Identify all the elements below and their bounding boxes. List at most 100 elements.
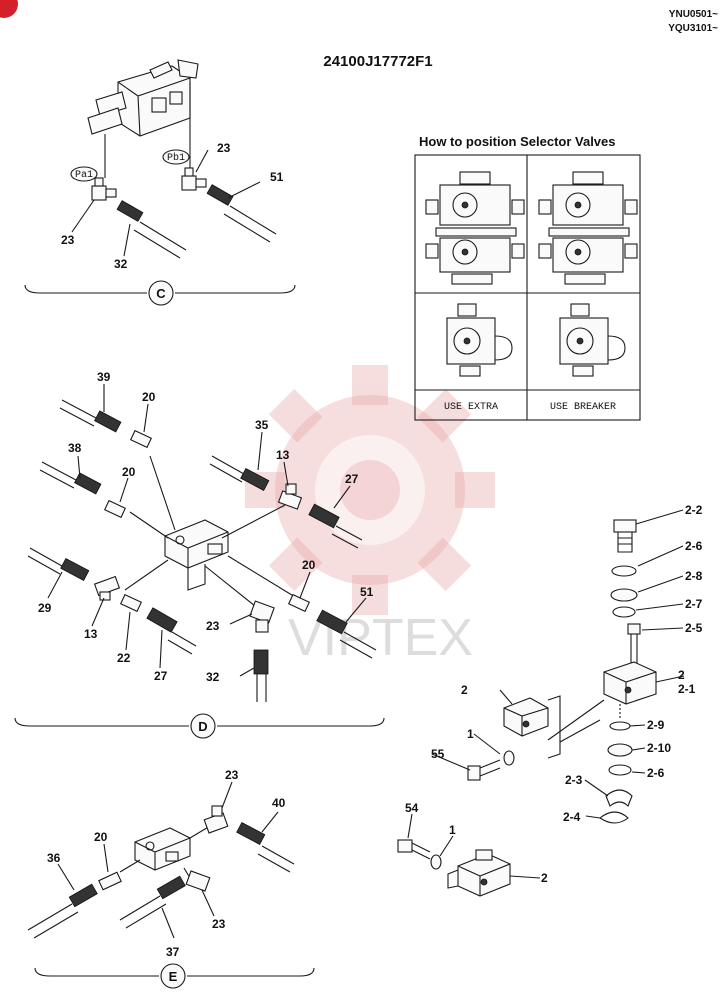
o-ring-2-9 [609, 721, 631, 731]
washer-2-10 [607, 743, 633, 757]
elbow-fitting-23-e-upper [203, 805, 229, 834]
callout-35: 35 [255, 418, 269, 432]
callout-2-8: 2-8 [685, 569, 703, 583]
selector-valve-box: How to position Selector Valves [414, 134, 641, 421]
callout-36: 36 [47, 851, 61, 865]
callout-23-top: 23 [217, 141, 231, 155]
callout-23-d: 23 [206, 619, 220, 633]
callout-2-6-top: 2-6 [685, 539, 703, 553]
callout-2-6-bottom: 2-6 [647, 766, 665, 780]
elbow-fitting-23b [181, 167, 207, 191]
manifold-block-e [134, 827, 191, 871]
o-ring-2-6-top [611, 565, 637, 577]
selector-valve-extra [446, 303, 513, 377]
callout-2-2: 2-2 [685, 503, 703, 517]
callout-23-e-top: 23 [225, 768, 239, 782]
adapter-20-mid [103, 499, 127, 519]
hose-38 [39, 461, 102, 495]
section-d-label: D [198, 719, 207, 734]
selector-valve-stack-left [425, 171, 525, 285]
model-code-2: YQU3101~ [668, 23, 718, 34]
hose-35 [209, 455, 270, 491]
section-c-label: C [156, 286, 166, 301]
bolt-2-5 [627, 623, 641, 668]
adapter-20-top [129, 429, 153, 449]
callout-27-lower: 27 [154, 669, 168, 683]
model-code-1: YNU0501~ [669, 9, 718, 20]
manifold-block-d [164, 519, 229, 591]
washer-2-8 [610, 588, 638, 602]
callout-38: 38 [68, 441, 82, 455]
callout-2-4: 2-4 [563, 810, 581, 824]
port-label-pb1: Pb1 [167, 152, 185, 164]
hose-51-d [316, 609, 377, 659]
callout-51-d: 51 [360, 585, 374, 599]
valve-block-lower [447, 849, 511, 897]
hose-36 [27, 883, 98, 939]
bolt-54 [397, 839, 431, 860]
washer-1-lower [430, 854, 442, 870]
selector-valve-stack-right [538, 171, 638, 285]
hose-32 [116, 200, 187, 259]
adapter-20-right [287, 593, 311, 613]
callout-51: 51 [270, 170, 284, 184]
callout-2-5: 2-5 [685, 621, 703, 635]
hose-51 [206, 184, 277, 243]
callout-2-body: 2 [678, 668, 685, 682]
callout-13-upper: 13 [276, 448, 290, 462]
section-d: 39 20 35 13 27 38 20 29 13 22 27 23 32 2… [14, 370, 385, 739]
callout-2-9: 2-9 [647, 718, 665, 732]
watermark-text: VIPTEX [288, 609, 473, 667]
watermark-logo [245, 365, 495, 615]
callout-22: 22 [117, 651, 131, 665]
o-ring-2-7 [612, 606, 636, 618]
caption-use-breaker: USE BREAKER [550, 402, 616, 413]
section-e-label: E [169, 969, 178, 984]
callout-2-1: 2-1 [678, 682, 696, 696]
valve-block-middle [503, 695, 561, 759]
section-e-circle [160, 963, 186, 989]
section-c-bracket [24, 284, 296, 294]
elbow-fitting-23-d [249, 600, 275, 633]
callout-2-7: 2-7 [685, 597, 703, 611]
part-number: 24100J17772F1 [323, 53, 432, 70]
section-c: Pa1 Pb1 23 51 23 32 C [24, 59, 296, 306]
adapter-22 [119, 593, 143, 613]
washer-1-upper [503, 750, 515, 766]
hose-39 [59, 399, 122, 433]
callout-32: 32 [114, 257, 128, 271]
tee-fitting-13-upper [277, 483, 303, 510]
callout-54: 54 [405, 801, 419, 815]
hose-29 [27, 547, 90, 581]
callout-2-middle: 2 [461, 683, 468, 697]
o-ring-2-6-bottom [608, 764, 632, 776]
bolt-55 [467, 759, 501, 781]
callout-55: 55 [431, 747, 445, 761]
hose-27-upper [308, 503, 363, 549]
section-e-bracket [34, 967, 315, 977]
hose-27-lower [146, 607, 197, 655]
callout-32-d: 32 [206, 670, 220, 684]
callout-2-10: 2-10 [647, 741, 671, 755]
callout-39: 39 [97, 370, 111, 384]
callout-37: 37 [166, 945, 180, 959]
section-d-circle [190, 713, 216, 739]
port-label-pa1: Pa1 [75, 170, 93, 181]
control-valve-illustration [87, 59, 199, 137]
callout-40: 40 [272, 796, 286, 810]
callout-23-e-bottom: 23 [212, 917, 226, 931]
callout-13-lower: 13 [84, 627, 98, 641]
callout-23-left: 23 [61, 233, 75, 247]
section-d-bracket [14, 717, 385, 727]
adapter-20-e [98, 871, 122, 891]
callout-1-lower: 1 [449, 823, 456, 837]
callout-29: 29 [38, 601, 52, 615]
hose-40 [236, 821, 295, 873]
selector-valve-exploded: 2-2 2-6 2-8 2-7 2-5 2 2-1 2 1 55 2-9 2-1… [397, 503, 703, 897]
selector-valve-breaker [559, 303, 626, 377]
section-c-circle [148, 280, 174, 306]
elbow-fitting-23-e-lower [185, 870, 211, 892]
elbow-fitting-23a [91, 177, 117, 201]
valve-body-2 [603, 661, 657, 705]
